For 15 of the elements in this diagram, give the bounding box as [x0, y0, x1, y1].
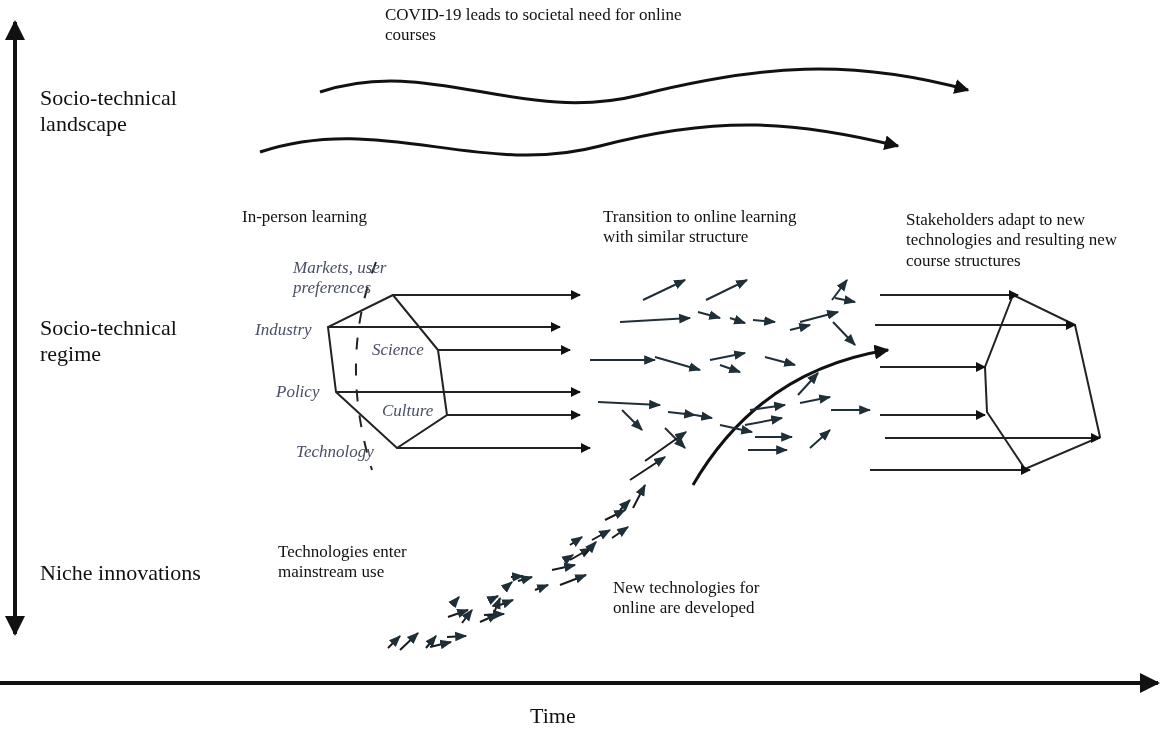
annotation: Technologies enter mainstream use	[278, 542, 408, 583]
level-label: Socio-technical regime	[40, 315, 178, 368]
axis-label: Time	[530, 703, 577, 729]
dimension-label: Culture	[382, 401, 434, 422]
annotation: New technologies for online are developed	[613, 578, 761, 619]
annotation: Transition to online learning with similar structure	[603, 207, 798, 248]
level-label: Socio-technical landscape	[40, 85, 178, 138]
annotation: Stakeholders adapt to new technologies and resulting new course structures	[906, 210, 1119, 272]
dimension-label: Technology	[296, 442, 374, 463]
level-label: Niche innovations	[40, 560, 202, 587]
dimension-label: Policy	[276, 382, 320, 403]
annotation: In-person learning	[242, 207, 369, 228]
dimension-label: Science	[372, 340, 424, 361]
dimension-label: Industry	[255, 320, 312, 341]
annotation: COVID-19 leads to societal need for online courses	[385, 5, 683, 46]
